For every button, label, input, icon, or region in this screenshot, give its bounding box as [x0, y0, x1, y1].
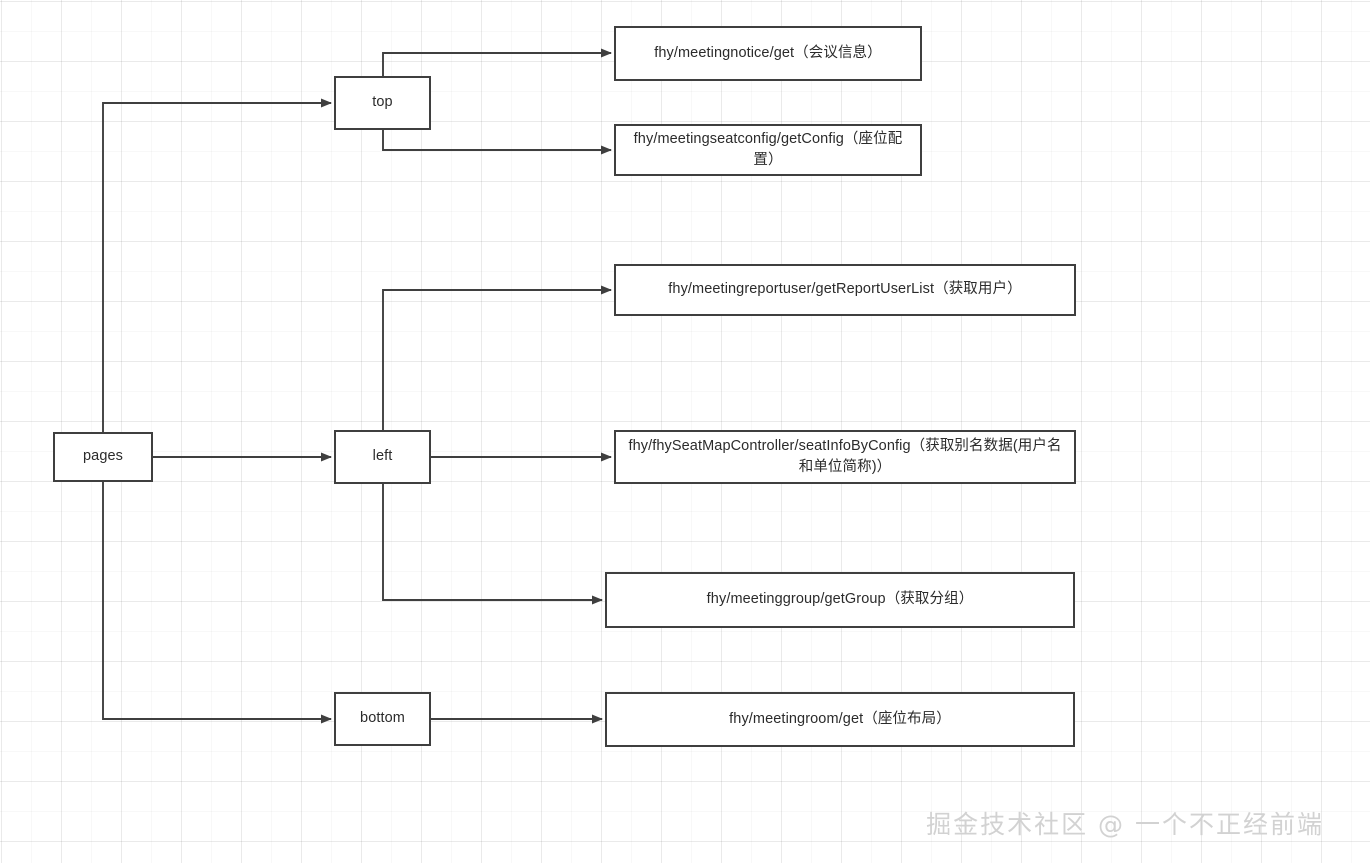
node-top[interactable]: top [334, 76, 431, 130]
node-label-bottom: bottom [360, 710, 405, 727]
edge-pages-bottom [102, 482, 332, 724]
node-label-seatmapcontroller: fhy/fhySeatMapController/seatInfoByConfi… [628, 437, 1062, 475]
edge-top-meetingnotice [382, 48, 612, 76]
edge-left-meetinggroup [382, 484, 603, 605]
node-left[interactable]: left [334, 430, 431, 484]
node-label-meetingreportuser: fhy/meetingreportuser/getReportUserList（… [668, 281, 1022, 298]
node-seatmapcontroller[interactable]: fhy/fhySeatMapController/seatInfoByConfi… [614, 430, 1076, 484]
node-label-meetingroom: fhy/meetingroom/get（座位布局） [729, 710, 951, 727]
edge-pages-top [102, 98, 332, 432]
node-label-meetingseatconfig: fhy/meetingseatconfig/getConfig（座位配置） [633, 130, 903, 168]
node-meetingseatconfig[interactable]: fhy/meetingseatconfig/getConfig（座位配置） [614, 124, 922, 176]
node-meetingroom[interactable]: fhy/meetingroom/get（座位布局） [605, 692, 1075, 747]
node-label-pages: pages [82, 448, 123, 465]
node-label-meetingnotice: fhy/meetingnotice/get（会议信息） [654, 44, 882, 61]
node-bottom[interactable]: bottom [334, 692, 431, 746]
edge-left-meetingreportuser [382, 285, 612, 430]
node-label-meetinggroup: fhy/meetinggroup/getGroup（获取分组） [706, 591, 974, 608]
node-label-top: top [372, 94, 393, 111]
node-meetingnotice[interactable]: fhy/meetingnotice/get（会议信息） [614, 26, 922, 81]
watermark-text: 掘金技术社区 @ 一个不正经前端 [926, 810, 1324, 839]
node-pages[interactable]: pages [53, 432, 153, 482]
node-label-left: left [372, 448, 393, 465]
node-meetingreportuser[interactable]: fhy/meetingreportuser/getReportUserList（… [614, 264, 1076, 316]
edge-top-meetingseatconfig [382, 130, 612, 155]
node-meetinggroup[interactable]: fhy/meetinggroup/getGroup（获取分组） [605, 572, 1075, 628]
